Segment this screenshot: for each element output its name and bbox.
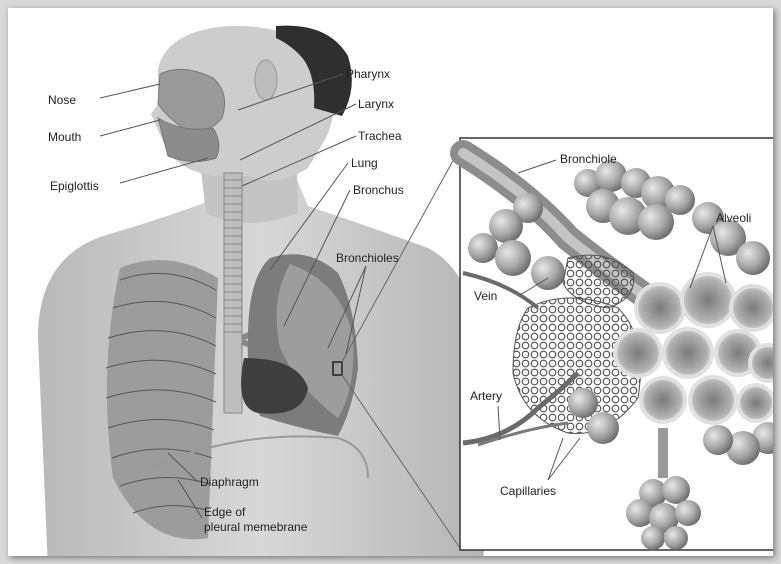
respiratory-diagram: Nose Mouth Epiglottis Pharynx Larynx Tra… [8,8,773,556]
label-nose: Nose [48,93,76,107]
label-capillaries: Capillaries [500,484,556,498]
label-larynx: Larynx [358,97,394,111]
label-diaphragm: Diaphragm [200,475,259,489]
label-pharynx: Pharynx [346,67,390,81]
label-trachea: Trachea [358,129,402,143]
diagram-frame: Nose Mouth Epiglottis Pharynx Larynx Tra… [8,8,773,556]
label-pleural-line1: Edge of [204,505,246,519]
ear [255,60,277,100]
label-alveoli: Alveoli [716,211,751,225]
label-artery: Artery [470,389,502,403]
label-bronchioles: Bronchioles [336,251,399,265]
label-epiglottis: Epiglottis [50,179,99,193]
label-pleural-line2: pleural memebrane [204,520,308,534]
label-bronchiole: Bronchiole [560,152,617,166]
torso-illustration [38,26,484,556]
label-vein: Vein [474,289,497,303]
label-lung: Lung [351,156,378,170]
label-mouth: Mouth [48,130,81,144]
trachea-tube [224,173,242,413]
label-bronchus: Bronchus [353,183,404,197]
